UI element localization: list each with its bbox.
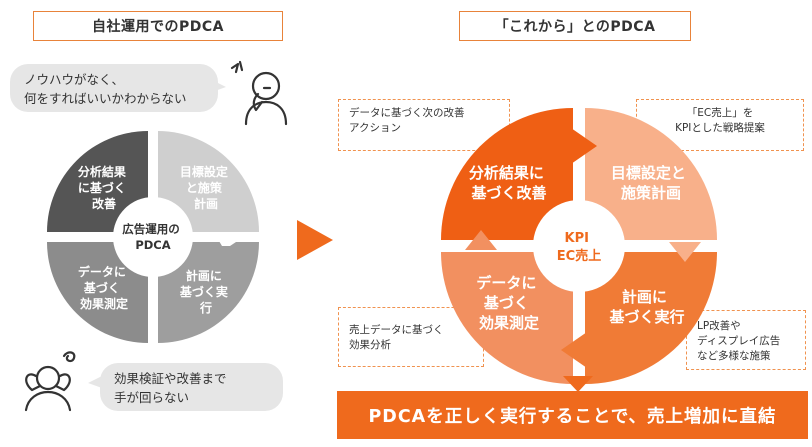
left-quadrant-tr	[158, 131, 259, 232]
right-arrow-right	[669, 242, 701, 262]
right-quadrant-bl	[441, 252, 573, 384]
right-quadrant-tr	[585, 108, 717, 240]
right-q-br-line1: 計画に	[622, 288, 667, 306]
worried-person-icon	[230, 60, 288, 126]
right-quadrants	[441, 108, 717, 384]
left-q-bl-line3: 効果測定	[80, 296, 128, 311]
right-q-bl-line1: データに	[476, 274, 536, 292]
right-title: 「これから」とのPDCA	[459, 11, 691, 41]
right-q-bl-line2: 基づく	[483, 294, 529, 312]
note-various-measures-line3: など多様な施策	[697, 350, 771, 362]
worry-bubble-top-line2: 何をすればいいかわからない	[24, 91, 187, 106]
left-center-line1: 広告運用の	[122, 222, 180, 236]
note-kpi-proposal-line2: KPIとした戦略提案	[675, 122, 765, 134]
right-q-tl-line2: 基づく改善	[470, 184, 546, 202]
right-q-tr-line1: 目標設定と	[611, 164, 686, 182]
right-q-tr-line2: 施策計画	[621, 184, 681, 202]
svg-text:目標設定 と施策 計画: 目標設定 と施策 計画	[180, 164, 232, 211]
right-q-bl-line3: 効果測定	[479, 314, 539, 332]
left-pdca-cycle: 広告運用の PDCA 分析結果 に基づく 改善 目標設定 と施策 計画 計画に …	[47, 131, 259, 343]
right-arrow-left	[465, 230, 497, 250]
svg-text:計画に 基づく実 行: 計画に 基づく実 行	[179, 268, 232, 315]
left-title-text: 自社運用でのPDCA	[92, 19, 224, 35]
left-quadrant-br	[158, 242, 259, 343]
worry-bubble-bottom: 効果検証や改善まで 手が回らない	[100, 363, 283, 411]
svg-text:計画に 基づく実行: 計画に 基づく実行	[608, 288, 684, 326]
left-q-tr-line2: と施策	[186, 180, 223, 195]
left-q-br-line2: 基づく実	[179, 284, 228, 299]
right-q-tl-line1: 分析結果に	[469, 164, 544, 182]
left-q-br-line3: 行	[199, 300, 212, 315]
note-sales-analysis-line1: 売上データに基づく	[349, 324, 444, 336]
right-center-ec-sales: EC売上	[557, 248, 601, 264]
left-q-tr-line3: 計画	[194, 196, 218, 211]
note-improvement-action-line1: データに基づく次の改善	[349, 107, 465, 119]
worry-bubble-top: ノウハウがなく、 何をすればいいかわからない	[10, 64, 218, 112]
note-various-measures-line2: ディスプレイ広告	[697, 335, 781, 347]
right-title-text: 「これから」とのPDCA	[494, 19, 656, 35]
worry-bubble-top-line1: ノウハウがなく、	[24, 72, 125, 87]
left-q-tl-line3: 改善	[92, 196, 116, 211]
left-broken-arrows	[148, 236, 236, 306]
right-center-circle	[533, 200, 625, 292]
right-quadrant-br	[585, 252, 717, 384]
result-banner-text: PDCAを正しく実行することで、売上増加に直結	[368, 406, 777, 427]
svg-text:目標設定と 施策計画: 目標設定と 施策計画	[611, 164, 691, 202]
left-q-tl-line1: 分析結果	[78, 164, 126, 179]
note-various-measures: LP改善や ディスプレイ広告 など多様な施策	[686, 310, 806, 370]
right-arrow-top	[571, 128, 597, 164]
svg-text:分析結果に 基づく改善: 分析結果に 基づく改善	[469, 164, 549, 202]
left-q-tl-line2: に基づく	[78, 180, 126, 195]
right-q-br-line2: 基づく実行	[608, 308, 684, 326]
right-center-kpi: KPI	[565, 231, 589, 246]
left-quadrant-tl	[47, 131, 148, 232]
worry-bubble-bottom-line2: 手が回らない	[114, 390, 190, 405]
note-improvement-action-line2: アクション	[349, 122, 401, 134]
left-quadrants	[47, 131, 259, 343]
left-q-br-line1: 計画に	[186, 268, 222, 283]
left-center-line2: PDCA	[135, 238, 170, 252]
result-banner: PDCAを正しく実行することで、売上増加に直結	[337, 391, 808, 439]
left-center-circle	[113, 197, 193, 277]
cycle-to-banner-arrow	[563, 376, 593, 392]
left-q-tr-line1: 目標設定	[180, 164, 228, 179]
worry-bubble-bottom-line1: 効果検証や改善まで	[114, 371, 227, 386]
right-pdca-cycle: KPI EC売上 分析結果に 基づく改善 目標設定と 施策計画 計画に 基づく実…	[441, 108, 717, 384]
right-arrow-bottom	[561, 332, 587, 368]
note-kpi-proposal-line1: 「EC売上」を	[686, 107, 754, 119]
svg-text:データに 基づく 効果測定: データに 基づく 効果測定	[78, 264, 130, 311]
note-improvement-action: データに基づく次の改善 アクション	[338, 99, 510, 151]
transition-arrow-icon	[297, 220, 333, 260]
bubble-tail-top	[212, 80, 226, 92]
bubble-tail-bottom	[88, 376, 102, 388]
note-various-measures-line1: LP改善や	[697, 320, 741, 332]
overwhelmed-person-icon	[24, 351, 76, 412]
left-title: 自社運用でのPDCA	[33, 11, 283, 41]
svg-text:分析結果 に基づく 改善: 分析結果 に基づく 改善	[78, 164, 130, 211]
note-sales-analysis-line2: 効果分析	[349, 339, 391, 351]
svg-text:データに 基づく 効果測定: データに 基づく 効果測定	[476, 274, 541, 332]
left-q-bl-line1: データに	[78, 264, 126, 279]
left-q-bl-line2: 基づく	[83, 280, 120, 295]
svg-text:KPI EC売上: KPI EC売上	[557, 231, 601, 264]
left-quadrant-bl	[47, 242, 148, 343]
right-quadrant-tl	[441, 108, 573, 240]
svg-text:広告運用の PDCA: 広告運用の PDCA	[122, 222, 184, 252]
